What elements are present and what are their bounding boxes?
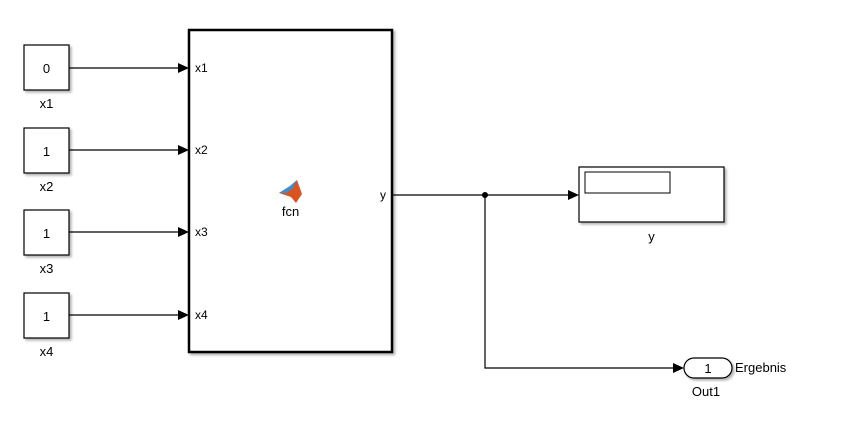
display-block[interactable]: y (578, 166, 725, 244)
constant-block-x3[interactable]: 1 x3 (23, 209, 70, 276)
display-value-field (584, 171, 671, 194)
constant-block-x1[interactable]: 0 x1 (23, 44, 70, 111)
outport-number: 1 (704, 361, 711, 376)
matlab-logo-icon (279, 180, 302, 203)
output-port-label: y (380, 188, 386, 202)
constant-block-x2[interactable]: 1 x2 (23, 127, 70, 194)
constant-label: x1 (40, 96, 54, 111)
matlab-function-block[interactable]: x1 x2 x3 x4 y fcn (187, 28, 394, 354)
signal-line-x2[interactable] (69, 145, 189, 155)
display-label: y (648, 229, 655, 244)
input-port-label: x2 (195, 143, 208, 157)
input-port-label: x3 (195, 225, 208, 239)
arrowhead-icon (568, 190, 579, 200)
function-name: fcn (282, 204, 299, 219)
signal-line-x3[interactable] (69, 227, 189, 237)
outport-block[interactable]: 1 Out1 (683, 357, 733, 399)
constant-block-x4[interactable]: 1 x4 (23, 292, 70, 359)
arrowhead-icon (178, 310, 189, 320)
outport-label: Out1 (692, 384, 720, 399)
signal-line-x4[interactable] (69, 310, 189, 320)
input-port-label: x4 (195, 308, 208, 322)
constant-label: x3 (40, 261, 54, 276)
arrowhead-icon (178, 145, 189, 155)
arrowhead-icon (178, 227, 189, 237)
constant-value: 1 (43, 144, 50, 159)
constant-label: x2 (40, 179, 54, 194)
signal-line-x1[interactable] (69, 63, 189, 73)
constant-value: 1 (43, 226, 50, 241)
arrowhead-icon (673, 363, 684, 373)
arrowhead-icon (178, 63, 189, 73)
input-port-label: x1 (195, 61, 208, 75)
signal-label-ergebnis: Ergebnis (735, 360, 787, 375)
constant-value: 1 (43, 309, 50, 324)
signal-line-y[interactable] (392, 190, 684, 373)
constant-value: 0 (43, 61, 50, 76)
constant-label: x4 (40, 344, 54, 359)
